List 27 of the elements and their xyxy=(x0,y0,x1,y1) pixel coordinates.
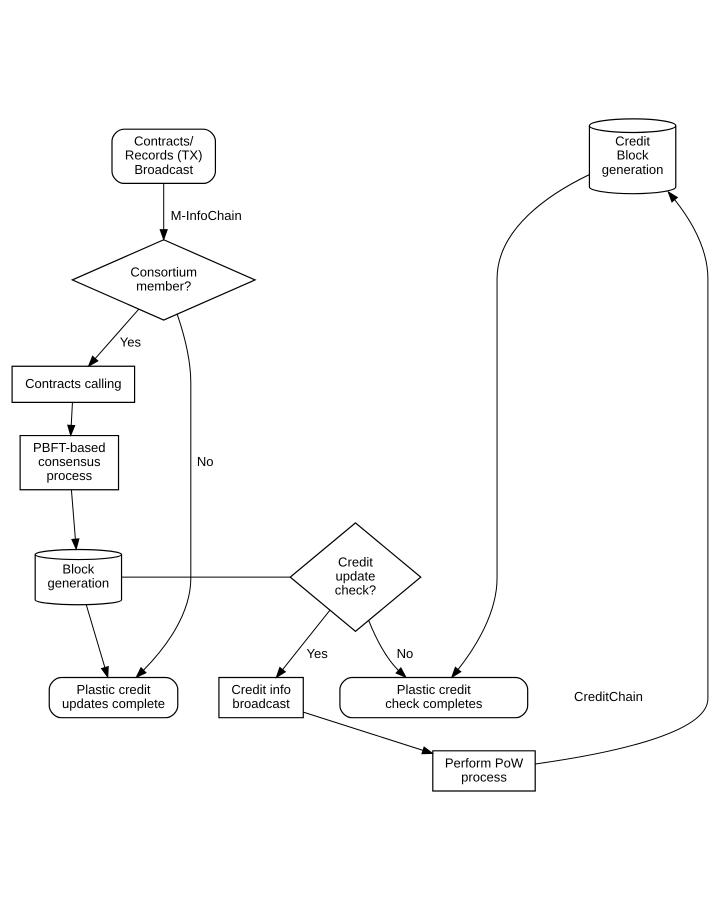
node-box: Contracts/ Records (TX) Broadcast xyxy=(111,128,216,184)
edge-label: Yes xyxy=(306,645,328,660)
arrow xyxy=(135,314,192,678)
edge-label: Yes xyxy=(120,334,142,350)
arrow xyxy=(368,620,407,678)
arrow xyxy=(275,609,330,678)
edge-label: No xyxy=(196,454,214,469)
node-box: Contracts calling xyxy=(12,365,136,403)
arrow xyxy=(159,183,168,241)
node-box: Credit info broadcast xyxy=(218,676,304,718)
arrow xyxy=(67,402,76,436)
node-diamond: Consortium member? xyxy=(70,238,257,320)
arrow xyxy=(88,308,140,367)
node-diamond: Credit update check? xyxy=(289,522,422,632)
edge-label: M-InfoChain xyxy=(170,208,242,223)
arrow xyxy=(70,489,80,550)
node-box: PBFT-based consensus process xyxy=(20,434,120,490)
node-box: Plastic credit check completes xyxy=(339,676,528,718)
arrow xyxy=(535,190,708,764)
arrow xyxy=(86,604,109,678)
arrow xyxy=(450,174,590,678)
connector xyxy=(122,576,290,578)
arrow xyxy=(303,711,434,754)
node-box: Perform PoW process xyxy=(432,750,536,792)
label: CreditChain xyxy=(574,688,643,704)
edge-label: No xyxy=(396,645,414,660)
node-box: Plastic credit updates complete xyxy=(48,676,178,718)
